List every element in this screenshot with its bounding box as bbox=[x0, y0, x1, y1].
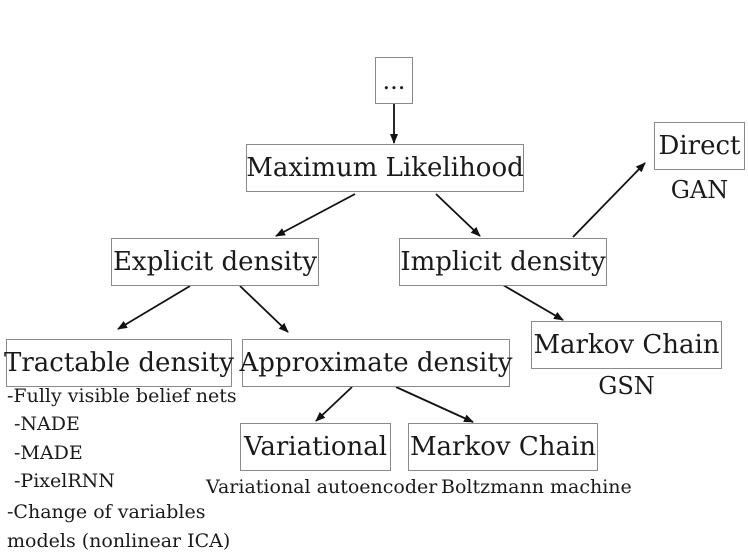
tractable-example-1: -NADE bbox=[14, 413, 80, 435]
caption-gsn: GSN bbox=[598, 372, 655, 400]
node-explicit-density: Explicit density bbox=[111, 238, 319, 286]
edge-explicit-to-tractable bbox=[117, 285, 191, 330]
node-tractable-density: Tractable density bbox=[4, 339, 234, 387]
tractable-example-3: -PixelRNN bbox=[14, 470, 115, 492]
edge-max-likelihood-to-implicit bbox=[435, 193, 481, 237]
node-maximum-likelihood: Maximum Likelihood bbox=[246, 144, 524, 192]
caption-variational-autoencoder: Variational autoencoder bbox=[206, 476, 438, 498]
edge-max-likelihood-to-explicit bbox=[275, 193, 356, 237]
tractable-example-5: models (nonlinear ICA) bbox=[7, 530, 231, 552]
node-direct: Direct bbox=[654, 122, 745, 170]
edge-approximate-to-markov-chain bbox=[395, 386, 474, 423]
caption-boltzmann-machine: Boltzmann machine bbox=[441, 476, 632, 498]
tractable-example-0: -Fully visible belief nets bbox=[7, 385, 237, 407]
edge-approximate-to-variational bbox=[315, 386, 353, 422]
edge-implicit-to-markov-chain bbox=[502, 284, 564, 321]
edge-explicit-to-approximate bbox=[239, 285, 289, 333]
node-markov-chain-approximate: Markov Chain bbox=[408, 423, 598, 471]
tractable-example-4: -Change of variables bbox=[7, 501, 206, 523]
node-approximate-density: Approximate density bbox=[240, 339, 512, 387]
node-implicit-density: Implicit density bbox=[399, 238, 607, 286]
edge-implicit-to-direct bbox=[572, 162, 646, 238]
node-markov-chain-implicit: Markov Chain bbox=[531, 321, 722, 369]
node-ellipsis: ... bbox=[375, 57, 413, 104]
node-variational: Variational bbox=[240, 423, 391, 471]
caption-gan: GAN bbox=[670, 176, 729, 204]
tractable-example-2: -MADE bbox=[14, 442, 83, 464]
